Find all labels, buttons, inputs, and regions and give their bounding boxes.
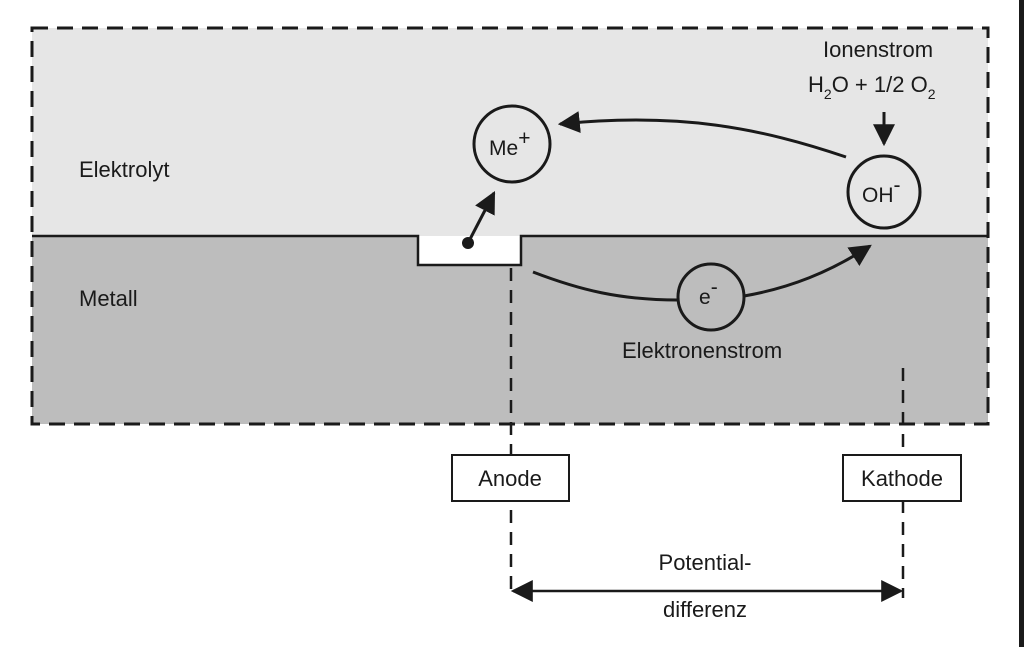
ion-current-label: Ionenstrom [823, 37, 933, 62]
metal-label: Metall [79, 286, 138, 311]
electrolyte-region [32, 28, 988, 236]
metal-ion-label: Me+ [489, 127, 530, 160]
cathode-box [842, 454, 962, 502]
ion-current-arrow [557, 111, 847, 159]
electron-current-left [532, 270, 679, 302]
electron-label: e- [699, 276, 718, 309]
dissolution-arrow [466, 191, 496, 244]
electron-current-label: Elektronenstrom [622, 338, 782, 363]
anode-box [451, 454, 570, 502]
electron-current-arrow [743, 244, 872, 298]
anode-label: Anode [478, 466, 542, 491]
hydroxide-ion-circle [846, 154, 922, 230]
electrolyte-label: Elektrolyt [79, 157, 169, 182]
hydroxide-ion-label: OH- [862, 174, 901, 207]
cathode-label: Kathode [861, 466, 943, 491]
right-edge-bar [1019, 0, 1024, 647]
potential-label-line2: differenz [663, 597, 747, 622]
metal-electrolyte-interface [32, 234, 988, 267]
metal-ion-circle [472, 104, 552, 184]
reactants-label: H2O + 1/2 O2 [808, 72, 936, 102]
electron-circle [676, 262, 746, 332]
potential-label-line1: Potential- [659, 550, 752, 575]
metal-region [32, 236, 988, 424]
